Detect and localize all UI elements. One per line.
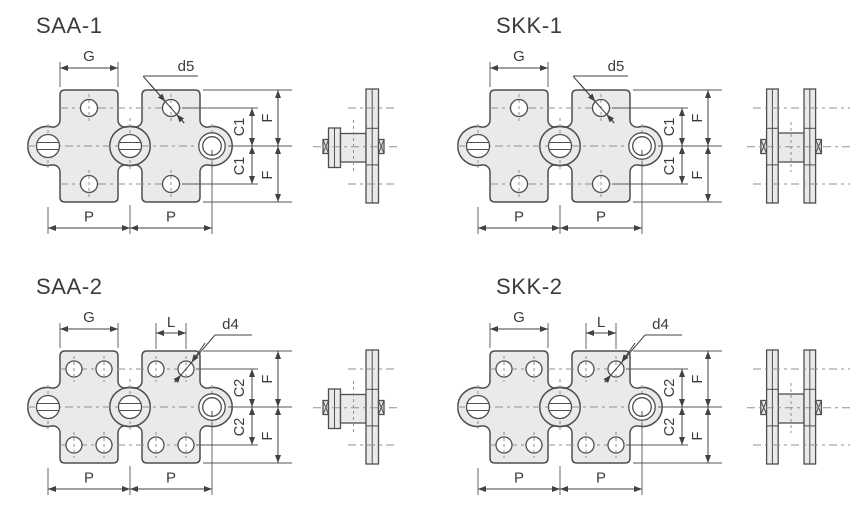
dim-label-f-upper: F — [260, 374, 276, 383]
dim-label-p-right: P — [166, 209, 176, 226]
panel-skk-2: SKK-2 G L d4 C2 C2 F F P P — [430, 261, 860, 522]
dim-label-l: L — [597, 314, 605, 331]
dim-label-c-lower: C1 — [232, 157, 248, 176]
dim-label-c-lower: C1 — [662, 157, 678, 176]
dim-label-p-left: P — [514, 470, 524, 487]
dim-label-g: G — [83, 309, 95, 326]
side-view-saa — [312, 349, 401, 465]
dim-label-p-left: P — [84, 209, 94, 226]
saa-2-technical-drawing: G L d4 C2 C2 F F P P — [26, 309, 401, 522]
panel-title-saa-1: SAA-1 — [36, 13, 103, 38]
dim-label-p-right: P — [596, 209, 606, 226]
dim-label-p-left: P — [84, 470, 94, 487]
dim-label-c-upper: C2 — [662, 379, 678, 398]
dim-label-g: G — [83, 48, 95, 65]
dim-label-f-upper: F — [260, 113, 276, 122]
dim-label-hole-dia: d4 — [222, 316, 239, 333]
dim-label-c-lower: C2 — [232, 418, 248, 437]
panel-title-skk-1: SKK-1 — [496, 13, 563, 38]
dim-label-c-upper: C1 — [232, 118, 248, 137]
panel-saa-2: SAA-2 G L d4 C2 C2 F F P P — [0, 261, 430, 522]
dim-label-p-right: P — [166, 470, 176, 487]
dim-label-f-lower: F — [690, 431, 706, 440]
front-view-single-hole — [26, 89, 233, 203]
dim-label-f-upper: F — [690, 113, 706, 122]
dim-label-f-upper: F — [690, 374, 706, 383]
dim-label-hole-dia: d4 — [652, 316, 669, 333]
dim-label-f-lower: F — [260, 170, 276, 179]
dim-label-f-lower: F — [690, 170, 706, 179]
front-view-two-hole — [26, 350, 233, 464]
dim-label-l: L — [167, 314, 175, 331]
saa-1-technical-drawing: G d5 C1 C1 F F P P — [26, 48, 401, 261]
side-view-skk — [746, 88, 855, 204]
dim-label-g: G — [513, 48, 525, 65]
skk-1-technical-drawing: G d5 C1 C1 F F P P — [456, 48, 855, 261]
dim-label-c-upper: C2 — [232, 379, 248, 398]
side-view-saa — [312, 88, 401, 204]
panel-skk-1: SKK-1 G d5 C1 C1 F F P P — [430, 0, 860, 261]
skk-2-technical-drawing: G L d4 C2 C2 F F P P — [456, 309, 855, 522]
front-view-single-hole — [456, 89, 663, 203]
dim-label-p-left: P — [514, 209, 524, 226]
panel-title-saa-2: SAA-2 — [36, 274, 103, 299]
front-view-two-hole — [456, 350, 663, 464]
panel-saa-1: SAA-1 G d5 C1 C1 F F P P — [0, 0, 430, 261]
dim-label-g: G — [513, 309, 525, 326]
panel-title-skk-2: SKK-2 — [496, 274, 563, 299]
dim-label-f-lower: F — [260, 431, 276, 440]
dim-label-hole-dia: d5 — [608, 58, 625, 75]
dim-label-c-lower: C2 — [662, 418, 678, 437]
dim-label-hole-dia: d5 — [178, 58, 195, 75]
side-view-skk — [746, 349, 855, 465]
dim-label-c-upper: C1 — [662, 118, 678, 137]
dim-label-p-right: P — [596, 470, 606, 487]
